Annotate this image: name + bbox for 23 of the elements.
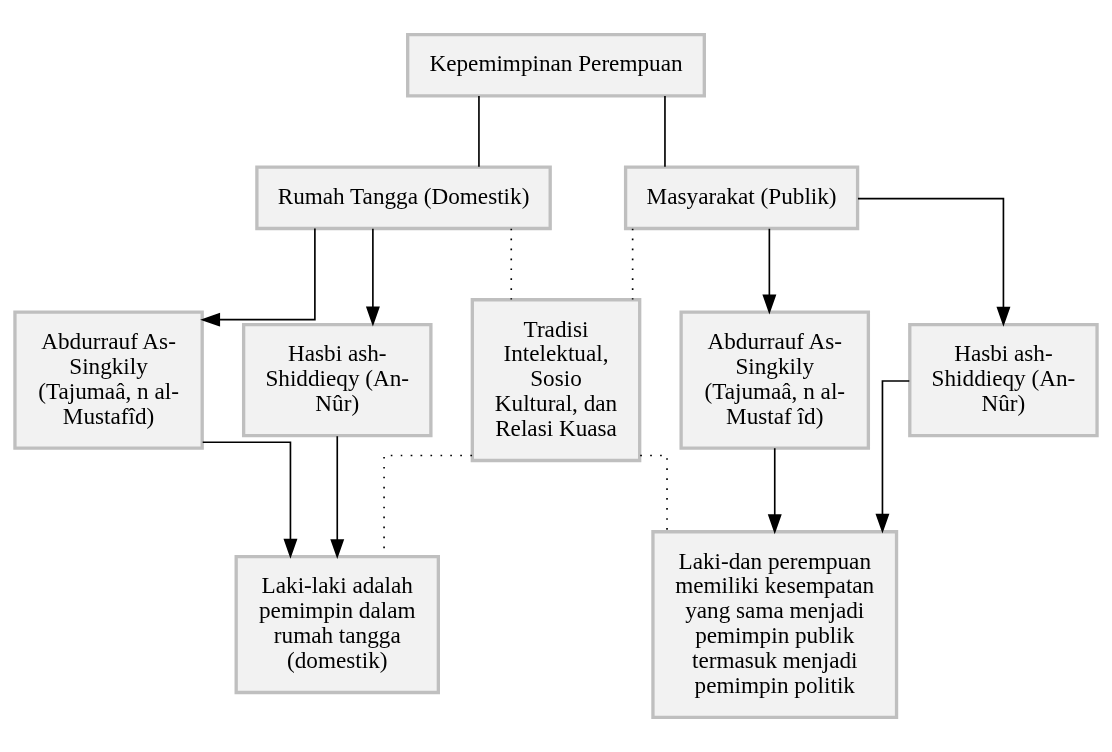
node-box: Hasbi ash-Shiddieqy (An-Nûr) xyxy=(908,322,1099,438)
arrow xyxy=(365,227,380,327)
arrow xyxy=(330,435,345,560)
arrow xyxy=(857,197,1011,327)
arrow xyxy=(875,380,911,534)
node-box: Laki-dan perempuan memiliki kesempatan yang sama menjadi pemimpin publik termasuk menjadi pemimpin politik xyxy=(651,530,899,720)
node-box: Masyarakat (Publik) xyxy=(623,165,860,231)
node-box: Hasbi ash-Shiddieqy (An-Nûr) xyxy=(241,322,433,438)
node-box: Laki-laki adalah pemimpin dalam rumah tangga (domestik) xyxy=(234,554,440,695)
arrow xyxy=(767,447,782,535)
connector xyxy=(639,454,668,533)
connector xyxy=(631,227,634,301)
arrow xyxy=(762,227,777,315)
node-box: Tradisi Intelektual, Sosio Kultural, dan Relasi Kuasa xyxy=(470,298,642,463)
connector xyxy=(510,227,513,301)
node-box: Kepemimpinan Perempuan xyxy=(406,32,706,98)
node-box: Abdurrauf As-Singkily (Tajumaâ, n al-Mustaf îd) xyxy=(679,310,871,450)
connector xyxy=(664,95,666,168)
node-box: Abdurrauf As-Singkily (Tajumaâ, n al-Mustafîd) xyxy=(13,310,204,450)
node-box: Rumah Tangga (Domestik) xyxy=(255,165,552,231)
arrow xyxy=(201,441,298,559)
arrow xyxy=(200,227,316,327)
connector xyxy=(478,95,480,168)
